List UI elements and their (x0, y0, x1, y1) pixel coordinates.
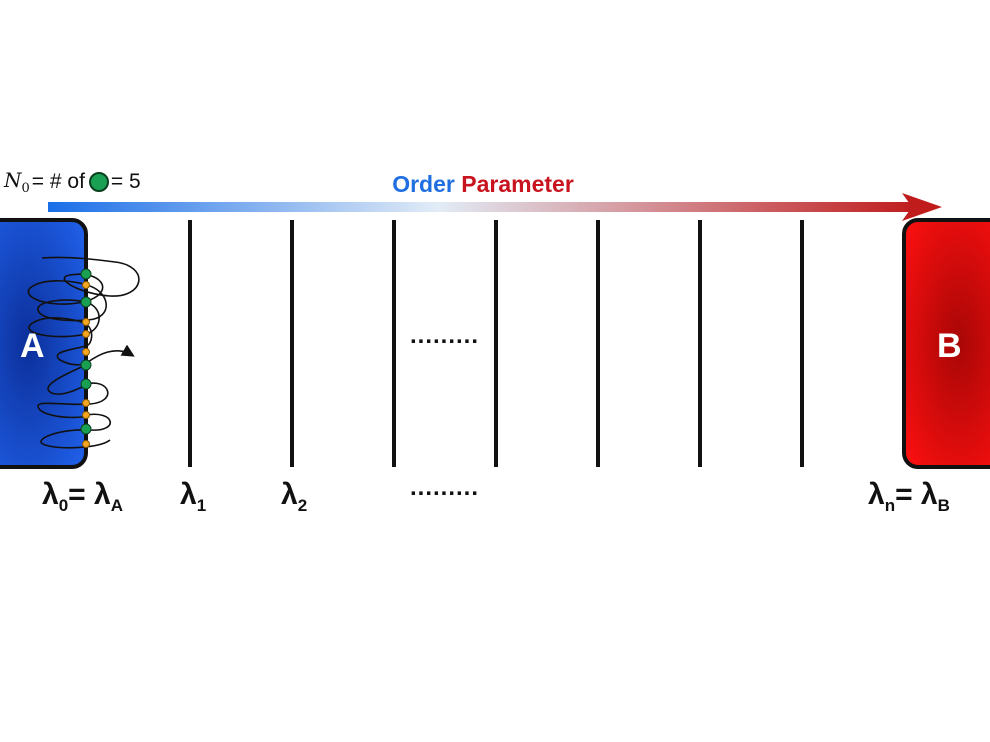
touch-dot (82, 281, 90, 289)
state-a-label: A (20, 327, 45, 365)
n0-symbol: N0 (4, 168, 30, 196)
crossing-points (80, 268, 92, 448)
crossing-dot (80, 423, 92, 435)
touch-dot (82, 348, 90, 356)
lambda-n-label: λn= λB (868, 478, 950, 515)
crossing-dot (80, 378, 92, 390)
lambda-2-label: λ2 (281, 478, 308, 515)
crossing-dot (80, 359, 92, 371)
lambda-1-label: λ1 (180, 478, 207, 515)
touch-dot (82, 330, 90, 338)
n0-value: = 5 (110, 170, 141, 193)
n0-text: = # of (31, 170, 85, 193)
touch-dot (82, 411, 90, 419)
lambda-ellipsis: ......... (410, 474, 480, 501)
order-parameter-title: Order Parameter (0, 171, 966, 198)
touch-dot (82, 440, 90, 448)
interfaces-ellipsis: ......... (410, 322, 480, 349)
state-b-box (902, 218, 990, 469)
state-b-label: B (937, 327, 962, 365)
touch-dot (82, 399, 90, 407)
interface-lines (188, 220, 804, 467)
touch-dot (82, 318, 90, 326)
crossing-dot (80, 296, 92, 308)
crossing-dot (80, 268, 92, 280)
lambda-0-label: λ0= λA (42, 478, 123, 515)
order-parameter-arrow (48, 193, 942, 221)
title-parameter: Parameter (461, 171, 574, 197)
green-dot-icon (88, 172, 109, 192)
n0-annotation: N0 = # of = 5 (4, 168, 141, 196)
title-order: Order (392, 171, 455, 197)
